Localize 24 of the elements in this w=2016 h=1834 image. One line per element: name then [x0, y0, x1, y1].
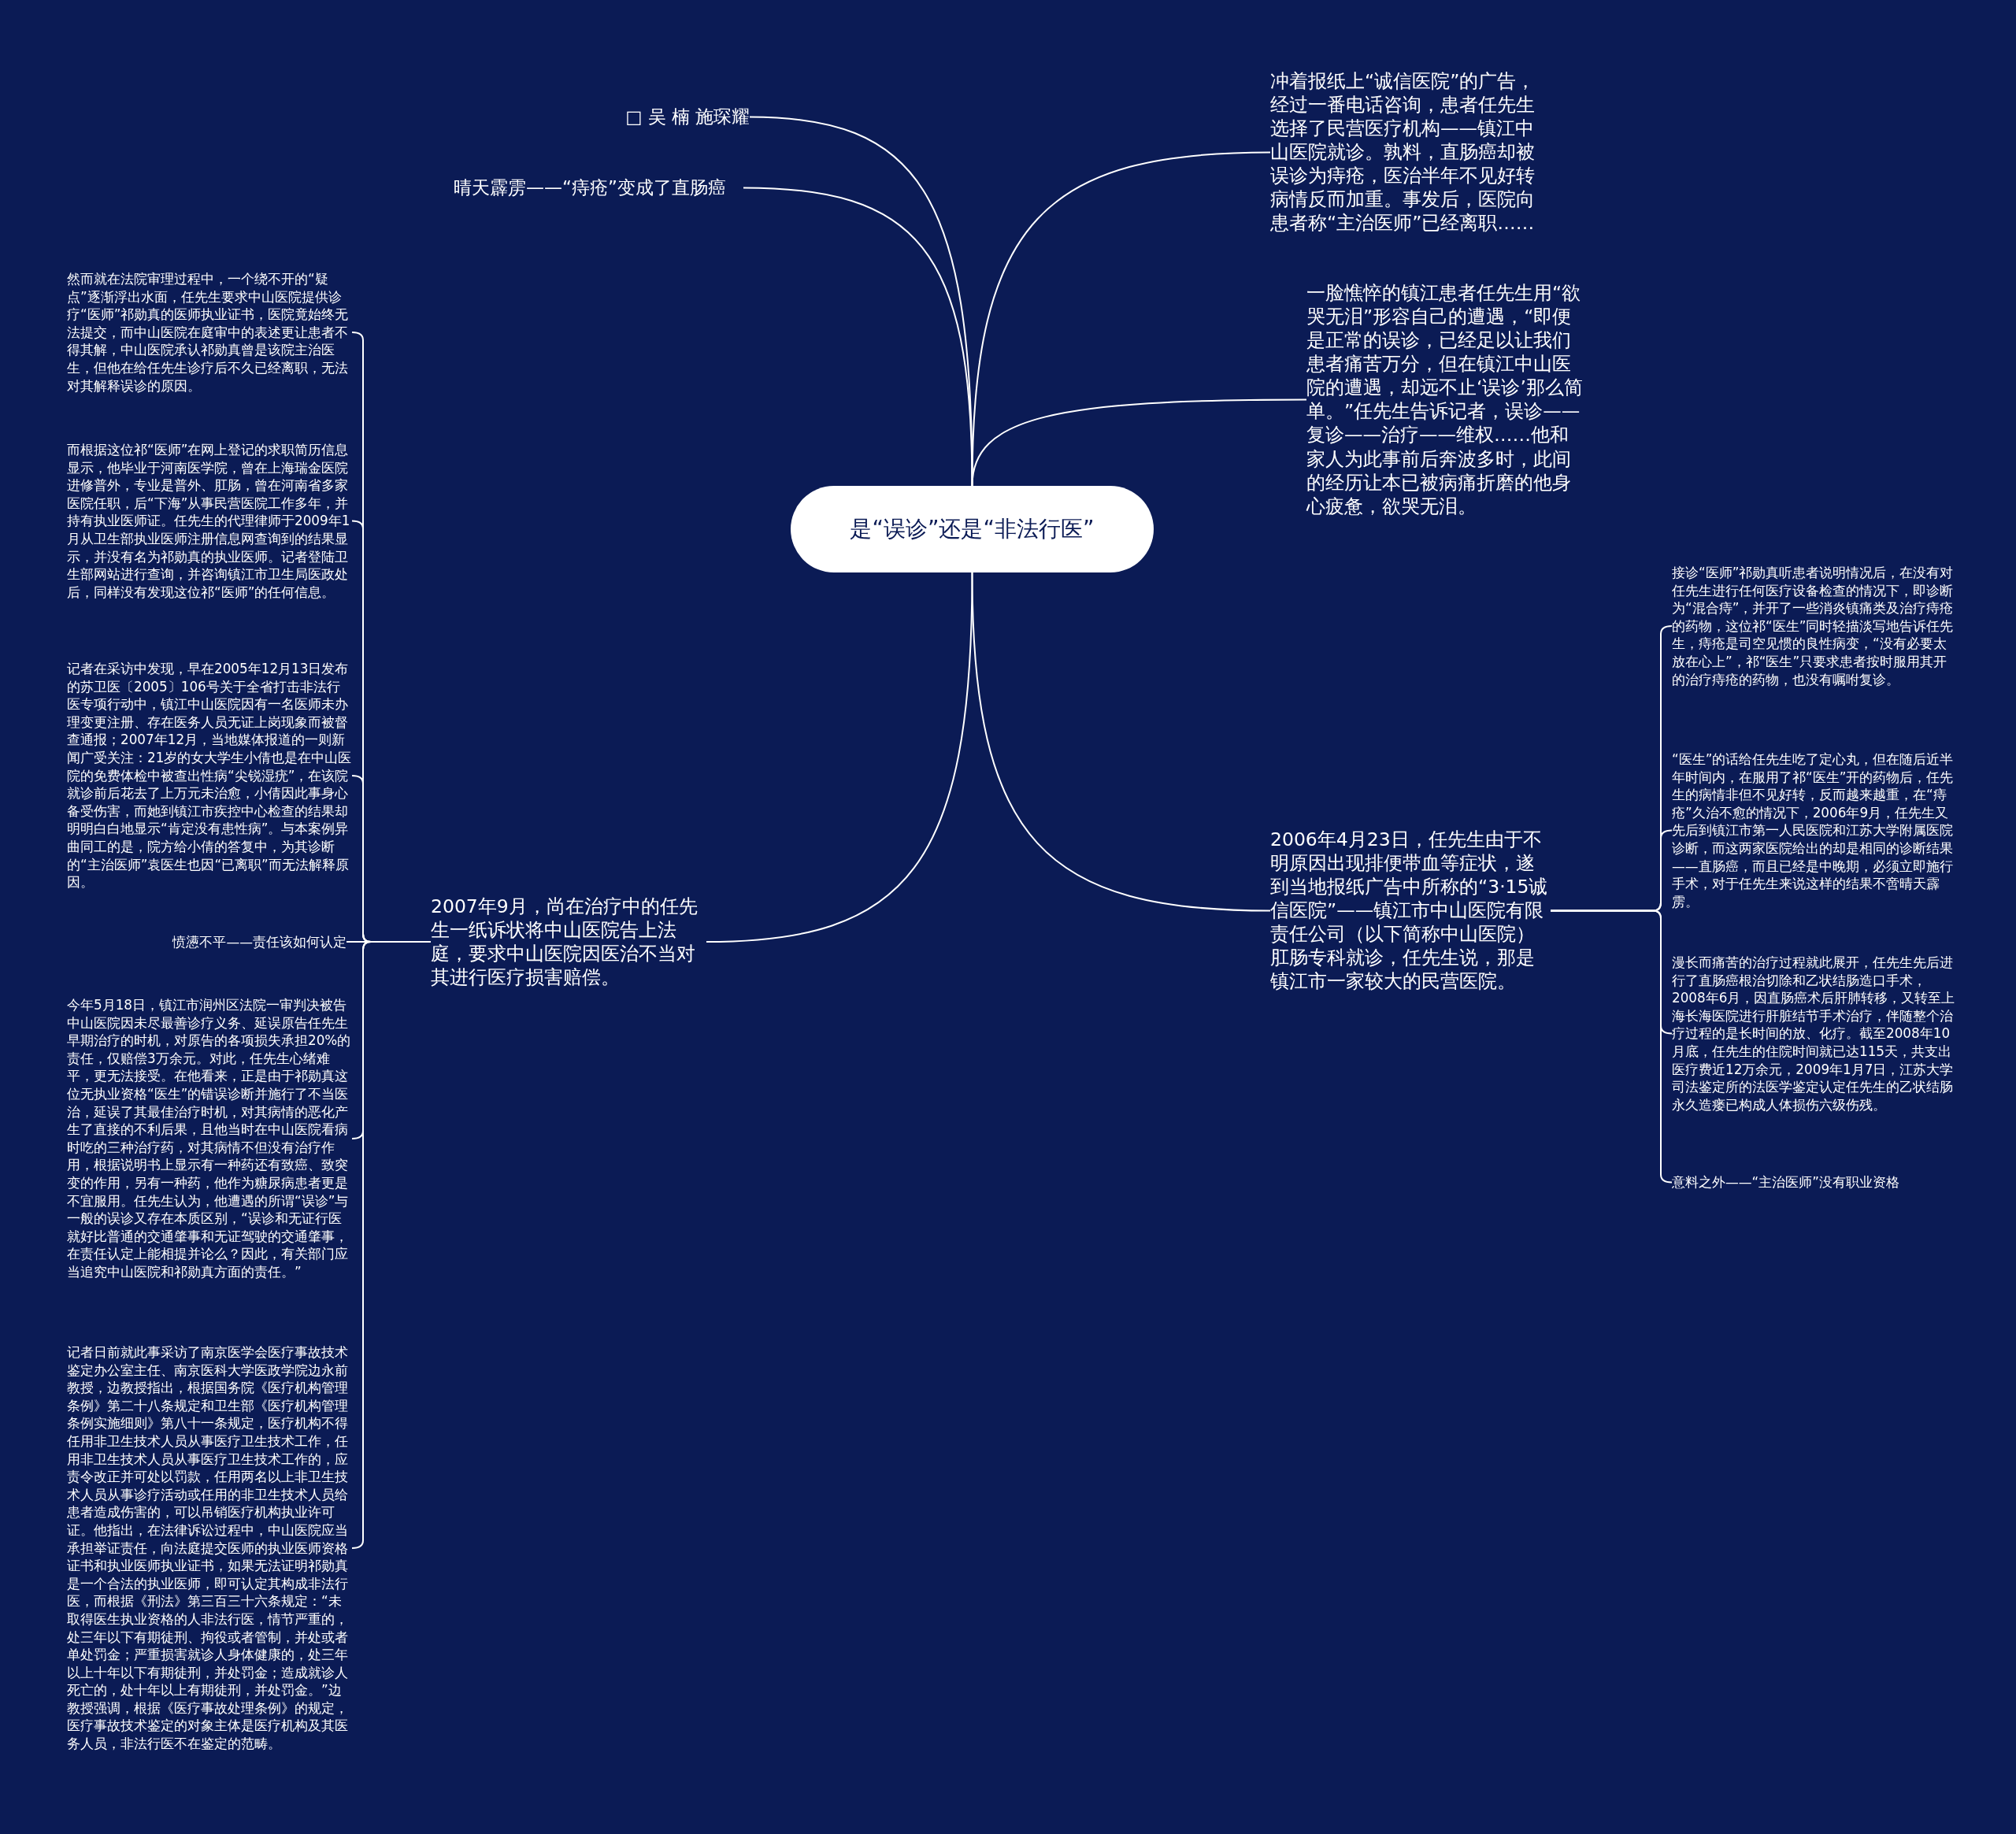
branch-text: 晴天霹雳——“痔疮”变成了直肠癌 [454, 176, 743, 200]
connector-line [743, 187, 973, 487]
paragraph-text: “医生”的话给任先生吃了定心丸，但在随后近半年时间内，在服用了祁“医生”开的药物后，任先生的病情非但不见好转，反而越来越重，在“痔疮”久治不愈的情况下，2006年9月，任先生又先后到镇江市第一人民医院和江苏大学附属医院诊断，而这两家医院给出的却是相同的诊断结果——直肠癌，而且已经是中晚期，必须立即施行手术，对于任先生来说这样的结果不啻晴天霹雳。 [1672, 750, 1957, 911]
paragraph-text: 接诊“医师”祁勋真听患者说明情况后，在没有对任先生进行任何医疗设备检查的情况下，即诊断为“混合痔”，并开了一些消炎镇痛类及治疗痔疮的药物，这位祁“医生”同时轻描淡写地告诉任先生，痔疮是司空见惯的良性病变，“没有必要太放在心上”，祁“医生”只要求患者按时服用其开的治疗痔疮的药物，也没有嘱咐复诊。 [1672, 564, 1957, 689]
paragraph-text: 今年5月18日，镇江市润州区法院一审判决被告中山医院因未尽最善诊疗义务、延误原告任先生早期治疗的时机，对原告的各项损失承担20%的责任，仅赔偿3万余元。对此，任先生心绪难平，更无法接受。在他看来，正是由于祁勋真这位无执业资格“医生”的错误诊断并施行了不当医治，延误了其最佳治疗时机，对其病情的恶化产生了直接的不利后果，且他当时在中山医院看病时吃的三种治疗药，对其病情不但没有治疗作用，根据说明书上显示有一种药还有致癌、致突变的作用，另有一种药，他作为糖尿病患者更是不宜服用。任先生认为，他遭遇的所谓“误诊”与一般的误诊又存在本质区别，“误诊和无证行医就好比普通的交通肇事和无证驾驶的交通肇事，在责任认定上能相提并论么？因此，有关部门应当追究中山医院和祁勋真方面的责任。” [67, 996, 352, 1281]
paragraph-text: 漫长而痛苦的治疗过程就此展开，任先生先后进行了直肠癌根治切除和乙状结肠造口手术，2008年6月，因直肠癌术后肝肺转移，又转至上海长海医院进行肝脏结节手术治疗，伴随整个治疗过程的是长时间的放、化疗。截至2008年10月底，任先生的住院时间就已达115天，共支出医疗费近12万余元，2009年1月7日，江苏大学司法鉴定所的法医学鉴定认定任先生的乙状结肠永久造瘘已构成人体损伤六级伤残。 [1672, 954, 1957, 1114]
paragraph-text: 而根据这位祁“医师”在网上登记的求职简历信息显示，他毕业于河南医学院，曾在上海瑞金医院进修普外，专业是普外、肛肠，曾在河南省多家医院任职，后“下海”从事民营医院工作多年，并持有执业医师证。任先生的代理律师于2009年1月从卫生部执业医师注册信息网查询到的结果显示，并没有名为祁勋真的执业医师。记者登陆卫生部网站进行查询，并咨询镇江市卫生局医政处后，同样没有发现这位祁“医师”的任何信息。 [67, 441, 352, 602]
branch-text: 2007年9月，尚在治疗中的任先生一纸诉状将中山医院告上法庭，要求中山医院因医治不当对其进行医疗损害赔偿。 [431, 895, 706, 990]
connector-line [706, 572, 973, 943]
heading-text: 愤懑不平——责任该如何认定 [172, 933, 346, 951]
connector-line [971, 572, 1271, 912]
connector-line [971, 151, 1271, 487]
paragraph-text: 然而就在法院审理过程中，一个绕不开的“疑点”逐渐浮出水面，任先生要求中山医院提供诊疗“医师”祁勋真的医师执业证书，医院竟始终无法提交，而中山医院在庭审中的表述更让患者不得其解，中山医院承认祁勋真曾是该院主治医生，但他在给任先生诊疗后不久已经离职，无法对其解释误诊的原因。 [67, 270, 352, 395]
connector-line [971, 398, 1307, 487]
branch-text: 冲着报纸上“诚信医院”的广告，经过一番电话咨询，患者任先生选择了民营医疗机构——镇江中山医院就诊。孰料，直肠癌却被误诊为痔疮，医治半年不见好转病情反而加重。事发后，医院向患者称“主治医师”已经离职…… [1270, 69, 1551, 235]
connector-line [1550, 910, 1673, 1184]
branch-text: 2006年4月23日，任先生由于不明原因出现排便带血等症状，遂到当地报纸广告中所称的“3·15诚信医院”——镇江市中山医院有限责任公司（以下简称中山医院）肛肠专科就诊，任先生说，那是镇江市一家较大的民营医院。 [1270, 828, 1551, 994]
branch-text: 一脸憔悴的镇江患者任先生用“欲哭无泪”形容自己的遭遇，“即便是正常的误诊，已经足以让我们患者痛苦万分，但在镇江中山医院的遭遇，却远不止‘误诊’那么简单。”任先生告诉记者，误诊——复诊——治疗——维权……他和家人为此事前后奔波多时，此间的经历让本已被病痛折磨的他身心疲惫，欲哭无泪。 [1306, 281, 1587, 518]
branch-text: □ 吴 楠 施琛耀 [625, 106, 750, 128]
heading-text: 意料之外——“主治医师”没有职业资格 [1672, 1173, 1957, 1191]
paragraph-text: 记者在采访中发现，早在2005年12月13日发布的苏卫医〔2005〕106号关于全省打击非法行医专项行动中，镇江中山医院因有一名医师未办理变更注册、存在医务人员无证上岗现象而被督查通报；2007年12月，当地媒体报道的一则新闻广受关注：21岁的女大学生小倩也是在中山医院的免费体检中被查出性病“尖锐湿疣”，在该院就诊前后花去了上万元未治愈，小倩因此事身心备受伤害，而她到镇江市疾控中心检查的结果却明明白白地显示“肯定没有患性病”。与本案例异曲同工的是，院方给小倩的答复中，为其诊断的“主治医师”袁医生也因“已离职”而无法解释原因。 [67, 660, 352, 891]
connector-line [351, 941, 432, 1549]
paragraph-text: 记者日前就此事采访了南京医学会医疗事故技术鉴定办公室主任、南京医科大学医政学院边永前教授，边教授指出，根据国务院《医疗机构管理条例》第二十八条规定和卫生部《医疗机构管理条例实施细则》第八十一条规定，医疗机构不得任用非卫生技术人员从事医疗卫生技术工作，任用非卫生技术人员从事医疗卫生技术工作的，应责令改正并可处以罚款，任用两名以上非卫生技术人员从事诊疗活动或任用的非卫生技术人员给患者造成伤害的，可以吊销医疗机构执业许可证。他指出，在法律诉讼过程中，中山医院应当承担举证责任，向法庭提交医师的执业医师资格证书和执业医师执业证书，如果无法证明祁勋真是一个合法的执业医师，即可认定其构成非法行医，而根据《刑法》第三百三十六条规定：“未取得医生执业资格的人非法行医，情节严重的，处三年以下有期徒刑、拘役或者管制，并处或者单处罚金；严重损害就诊人身体健康的，处三年以上十年以下有期徒刑，并处罚金；造成就诊人死亡的，处十年以上有期徒刑，并处罚金。”边教授强调，根据《医疗事故处理条例》的规定，医疗事故技术鉴定的对象主体是医疗机构及其医务人员，非法行医不在鉴定的范畴。 [67, 1343, 352, 1753]
topic-pill: 是“误诊”还是“非法行医” [791, 486, 1154, 572]
